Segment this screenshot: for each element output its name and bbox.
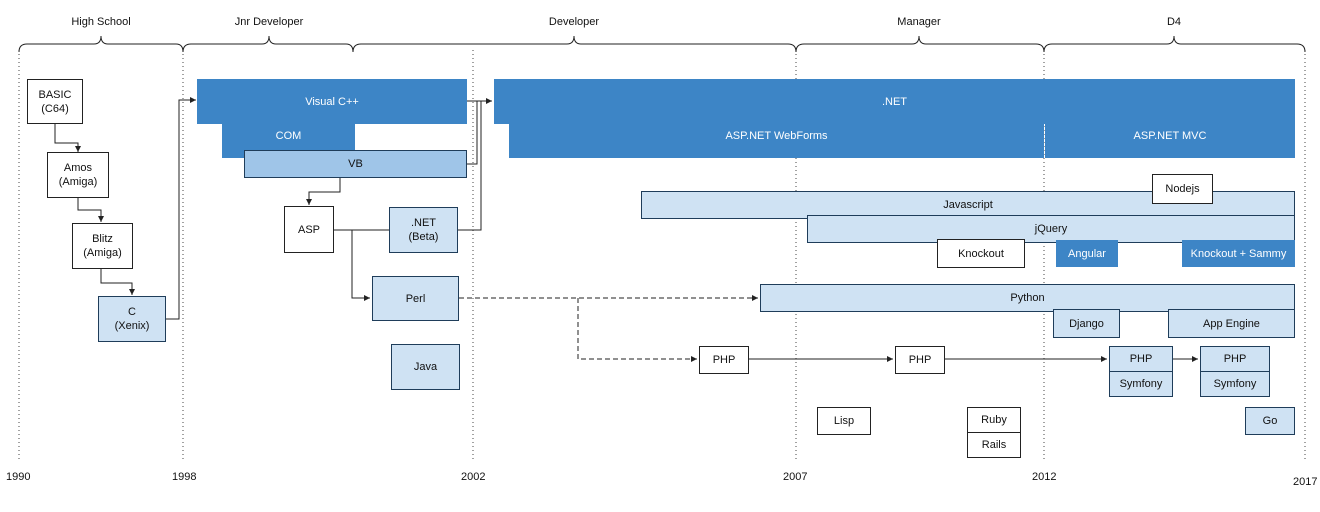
bar-vb: VB	[244, 150, 467, 178]
box-net-beta-name: .NET	[410, 217, 437, 229]
box-blitz-platform: (Amiga)	[83, 247, 122, 259]
phase-label-d4: D4	[1166, 16, 1182, 28]
arrow-vb-to-net	[467, 98, 492, 165]
box-angular: Angular	[1056, 240, 1118, 267]
box-php-4: PHP	[1200, 346, 1270, 372]
box-app-engine: App Engine	[1168, 309, 1295, 338]
phase-label-high-school: High School	[71, 16, 131, 28]
box-django: Django	[1053, 309, 1120, 338]
box-basic-name: BASIC	[38, 88, 72, 101]
box-basic: BASIC(C64)	[27, 79, 83, 124]
brace-developer	[352, 35, 797, 53]
box-net-beta: .NET (Beta)	[389, 207, 458, 253]
arrow-amos-to-blitz	[77, 198, 104, 222]
phase-braces	[18, 35, 1306, 53]
bar-jquery: jQuery	[807, 215, 1295, 243]
phase-label-jnr-developer: Jnr Developer	[234, 16, 304, 28]
box-knockout-sammy: Knockout + Sammy	[1182, 240, 1295, 267]
year-label-2002: 2002	[461, 471, 486, 483]
phase-label-developer: Developer	[548, 16, 600, 28]
box-php-3: PHP	[1109, 346, 1173, 372]
year-label-2012: 2012	[1032, 471, 1057, 483]
box-basic-platform: (C64)	[41, 102, 69, 115]
box-symfony-3: Symfony	[1109, 371, 1173, 397]
box-c-name: C	[128, 306, 136, 318]
box-c-platform: (Xenix)	[114, 320, 150, 332]
bar-aspnet-webforms: ASP.NET WebForms	[509, 114, 1044, 158]
arrow-asp-to-perl	[351, 230, 370, 301]
dashed-arrow-perl-to-php	[577, 298, 697, 362]
bar-python: Python	[760, 284, 1295, 312]
box-amos: Amos (Amiga)	[47, 152, 109, 198]
box-php-2: PHP	[895, 346, 945, 374]
bar-aspnet-mvc: ASP.NET MVC	[1045, 114, 1295, 158]
brace-jnr-developer	[182, 35, 354, 53]
box-java: Java	[391, 344, 460, 390]
phase-label-manager: Manager	[897, 16, 941, 28]
box-ruby: Ruby	[967, 407, 1021, 433]
arrow-basic-to-amos	[54, 124, 81, 152]
arrow-blitz-to-c	[100, 269, 135, 295]
brace-manager	[795, 35, 1045, 53]
box-perl: Perl	[372, 276, 459, 321]
year-label-2007: 2007	[783, 471, 808, 483]
box-blitz-name: Blitz	[92, 233, 113, 245]
year-label-2017: 2017	[1293, 476, 1318, 488]
box-lisp: Lisp	[817, 407, 871, 435]
box-amos-name: Amos	[63, 162, 93, 174]
box-amos-platform: (Amiga)	[58, 176, 98, 188]
year-label-1990: 1990	[6, 471, 31, 483]
year-label-1998: 1998	[172, 471, 197, 483]
box-go: Go	[1245, 407, 1295, 435]
brace-d4	[1043, 35, 1306, 53]
box-nodejs: Nodejs	[1152, 174, 1213, 204]
box-asp: ASP	[284, 206, 334, 253]
box-rails: Rails	[967, 432, 1021, 458]
box-blitz: Blitz (Amiga)	[72, 223, 133, 269]
brace-high-school	[18, 35, 184, 53]
box-symfony-4: Symfony	[1200, 371, 1270, 397]
box-c: C (Xenix)	[98, 296, 166, 342]
arrow-vb-to-asp	[306, 178, 341, 205]
box-php-1: PHP	[699, 346, 749, 374]
box-net-beta-tag: (Beta)	[408, 231, 439, 243]
dashed-connectors	[459, 295, 758, 362]
arrow-c-to-visualcpp	[166, 97, 196, 320]
arrow-netbeta-to-net	[458, 101, 482, 231]
box-knockout: Knockout	[937, 239, 1025, 268]
connectors	[54, 97, 1198, 362]
